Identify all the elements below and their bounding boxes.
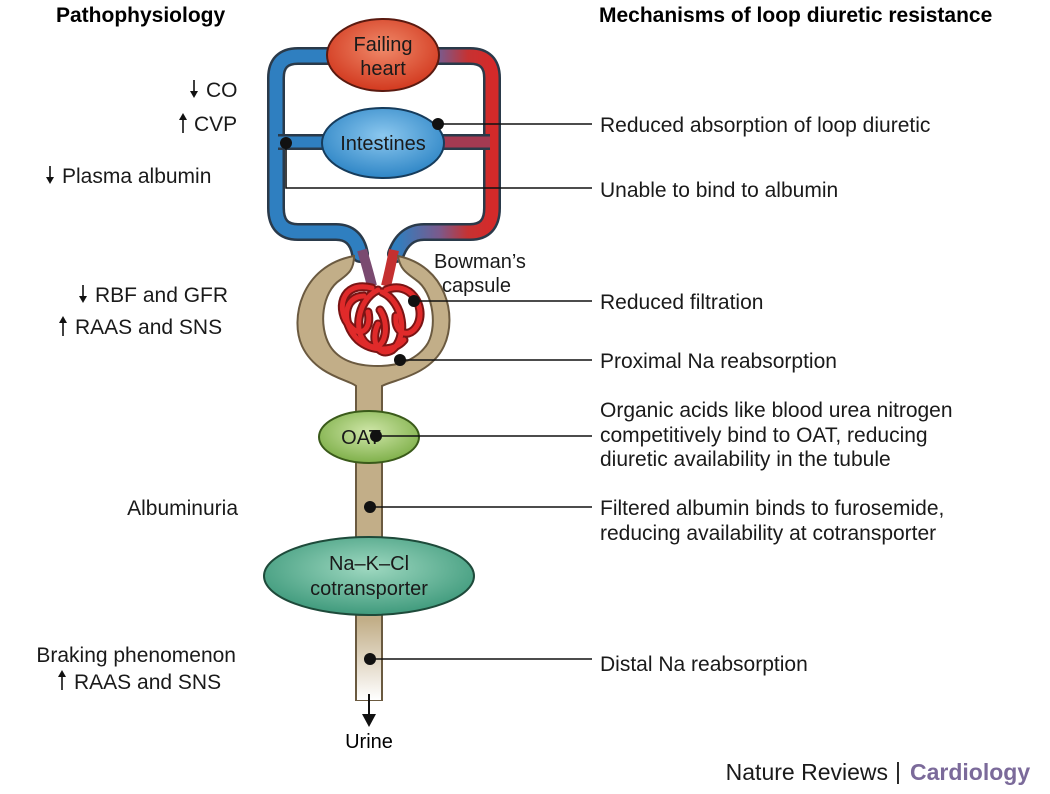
up-arrow-icon bbox=[179, 113, 187, 133]
up-arrow-icon bbox=[59, 316, 67, 336]
journal-separator: | bbox=[895, 758, 901, 784]
urine-arrowhead bbox=[362, 714, 376, 727]
failing-heart bbox=[326, 18, 440, 92]
intestines bbox=[321, 107, 445, 179]
header-pathophysiology: Pathophysiology bbox=[56, 4, 226, 27]
leader-lines bbox=[285, 123, 592, 660]
down-arrow-icon bbox=[79, 285, 87, 303]
glomerulus-highlight bbox=[339, 284, 423, 355]
journal-section: Cardiology bbox=[910, 759, 1030, 785]
mech-reduced-absorption: Reduced absorption of loop diuretic bbox=[600, 114, 930, 137]
patho-raas-sns-1: RAAS and SNS bbox=[75, 316, 222, 339]
mech-organic-acids-1: Organic acids like blood urea nitrogen bbox=[600, 399, 953, 422]
mech-filtered-albumin-2: reducing availability at cotransporter bbox=[600, 522, 936, 545]
patho-cvp: CVP bbox=[194, 113, 237, 136]
oat-transporter bbox=[318, 410, 420, 464]
patho-braking: Braking phenomenon bbox=[36, 644, 236, 667]
intestines-label: Intestines bbox=[340, 133, 426, 155]
journal-name: Nature Reviews bbox=[726, 759, 888, 785]
mech-distal-na: Distal Na reabsorption bbox=[600, 653, 808, 676]
mech-reduced-filtration: Reduced filtration bbox=[600, 291, 763, 314]
mech-proximal-na: Proximal Na reabsorption bbox=[600, 350, 837, 373]
oat-label: OAT bbox=[341, 427, 381, 449]
mech-organic-acids-2: competitively bind to OAT, reducing bbox=[600, 424, 928, 447]
urine-label: Urine bbox=[345, 731, 393, 753]
pathophysiology-list: CO CVP Plasma albumin RBF and GFR RAAS a… bbox=[36, 79, 238, 694]
nkcc-label-2: cotransporter bbox=[310, 578, 428, 600]
bowman-label-1: Bowman’s bbox=[434, 251, 526, 273]
bowman-label-2: capsule bbox=[442, 275, 511, 297]
mech-filtered-albumin-1: Filtered albumin binds to furosemide, bbox=[600, 497, 944, 520]
nephron-tubule bbox=[296, 254, 451, 701]
up-arrow-icon bbox=[58, 670, 66, 690]
patho-raas-sns-2: RAAS and SNS bbox=[74, 671, 221, 694]
nkcc-label-1: Na–K–Cl bbox=[329, 553, 409, 575]
patho-rbf-gfr: RBF and GFR bbox=[95, 284, 228, 307]
patho-plasma-albumin: Plasma albumin bbox=[62, 165, 211, 188]
heart-label-1: Failing bbox=[354, 34, 413, 56]
nkcc-cotransporter bbox=[263, 536, 475, 616]
down-arrow-icon bbox=[190, 80, 198, 98]
mechanisms-list: Reduced absorption of loop diuretic Unab… bbox=[600, 114, 953, 676]
patho-albuminuria: Albuminuria bbox=[127, 497, 238, 520]
leader-dots bbox=[280, 118, 444, 665]
patho-co: CO bbox=[206, 79, 238, 102]
mech-organic-acids-3: diuretic availability in the tubule bbox=[600, 448, 891, 471]
down-arrow-icon bbox=[46, 166, 54, 184]
header-mechanisms: Mechanisms of loop diuretic resistance bbox=[599, 4, 992, 27]
heart-label-2: heart bbox=[360, 58, 406, 80]
mech-unable-bind-albumin: Unable to bind to albumin bbox=[600, 179, 838, 202]
